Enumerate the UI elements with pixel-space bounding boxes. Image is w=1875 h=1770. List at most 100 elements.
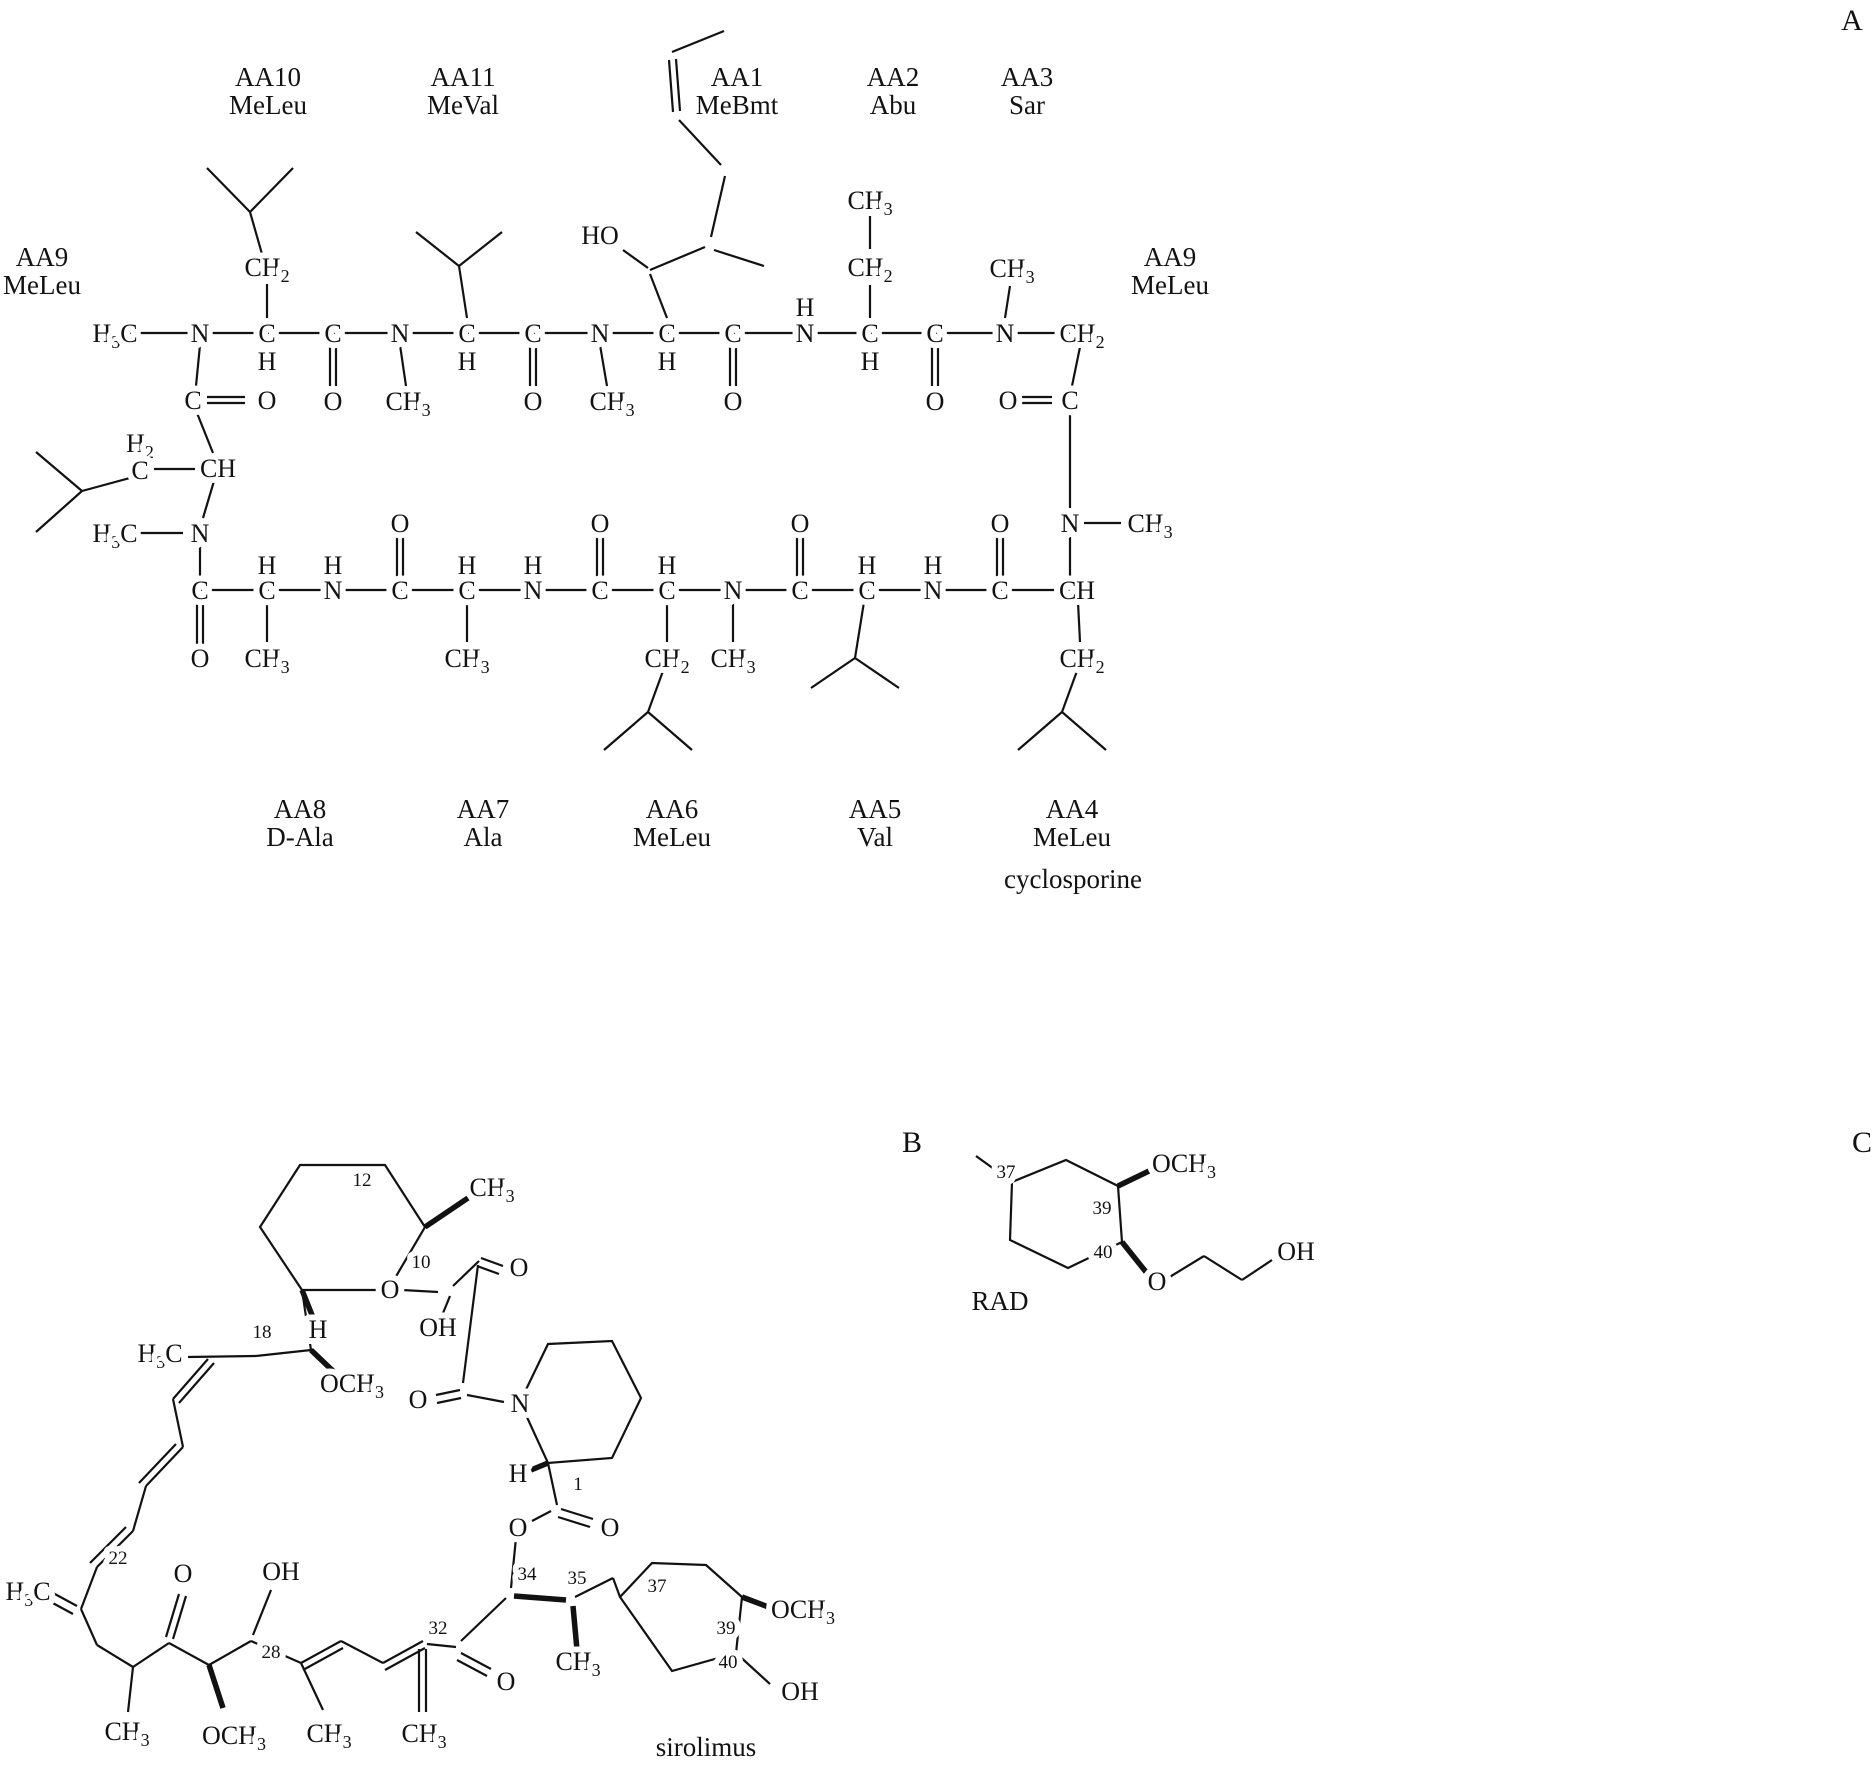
atom-label: N [1061,509,1080,538]
atom-label: CH3 [847,186,892,219]
atom-label: CH3 [469,1173,514,1206]
locant-label: 18 [253,1322,272,1343]
residue-id-label: AA5 [849,794,902,824]
residue-id-label: AA9 [1144,242,1197,272]
atom-label: N [924,576,943,605]
atom-label: C [724,319,741,348]
residue-name-label: MeLeu [1131,270,1209,300]
atom-label: C [258,576,275,605]
locant-label: 10 [412,1252,431,1273]
panel-letter-b: B [902,1126,922,1159]
atom-label: CH2 [244,253,289,286]
locant-label: 35 [568,1568,587,1589]
atom-label: C [458,576,475,605]
locant-label: 37 [997,1162,1016,1183]
atom-label: H [258,551,277,580]
atom-label: CH3 [306,1719,351,1752]
atom-label: H [858,551,877,580]
residue-id-label: AA9 [16,242,69,272]
residue-id-label: AA3 [1001,62,1054,92]
panel-letter-a: A [1841,4,1863,37]
atom-label: O [381,1275,400,1304]
atom-label: OH [262,1557,300,1586]
cyclosporine-bonds [35,29,1121,751]
atom-label: O [591,509,610,538]
atom-label: N [511,1389,530,1418]
residue-name-label: Val [857,822,893,852]
atom-label: O [524,387,543,416]
atom-label: H3C [137,1339,182,1372]
atom-label: N [324,576,343,605]
atom-label: C [191,576,208,605]
atom-label: H3C [5,1577,50,1610]
atom-label: CH3 [710,644,755,677]
atom-label: N [996,319,1015,348]
locant-label: 28 [262,1642,281,1663]
atom-label: OCH3 [202,1721,266,1754]
residue-id-label: AA8 [274,794,327,824]
residue-id-label: AA6 [646,794,699,824]
rad-bonds [975,1155,1273,1281]
atom-label: O [324,387,343,416]
atom-label: H [861,347,880,376]
atom-label: CH3 [401,1719,446,1752]
residue-name-label: D-Ala [266,822,333,852]
residue-name-label: Ala [464,822,503,852]
atom-label: C [658,576,675,605]
atom-label: CH3 [989,254,1034,287]
atom-label: H [509,1459,528,1488]
atom-label: OH [419,1313,457,1342]
atom-label: CH2 [644,644,689,677]
atom-label: O [601,1513,620,1542]
atom-label: H [309,1315,328,1344]
atom-label: C [324,319,341,348]
atom-label: H [324,551,343,580]
atom-label: C [991,576,1008,605]
atom-label: CH3 [444,644,489,677]
atom-label: C [858,576,875,605]
atom-label: CH2 [847,253,892,286]
residue-name-label: MeVal [427,90,499,120]
atom-label: O [391,509,410,538]
atom-label: O [1148,1267,1167,1296]
atom-label: C [184,386,201,415]
atom-label: H [458,551,477,580]
atom-label: CH3 [244,644,289,677]
atom-label: OCH3 [771,1595,835,1628]
atom-label: N [191,519,210,548]
atom-label: N [524,576,543,605]
atom-label: H [524,551,543,580]
atom-label: O [999,386,1018,415]
residue-id-label: AA2 [867,62,920,92]
atom-label: CH3 [1127,509,1172,542]
atom-label: CH [1059,576,1095,605]
cyclosporine-caption: cyclosporine [1004,864,1142,894]
atom-label: H [458,347,477,376]
atom-label: CH [200,454,236,483]
residue-id-label: AA4 [1046,794,1099,824]
residue-id-label: AA11 [431,62,496,92]
atom-label: H [924,551,943,580]
atom-label: H [658,347,677,376]
atom-label: O [497,1667,516,1696]
atom-label: C [791,576,808,605]
sirolimus-bonds [48,1163,771,1713]
atom-label: N [724,576,743,605]
atom-label: OH [781,1677,819,1706]
sirolimus-wedge-bonds [206,1195,772,1709]
atom-label: C [591,576,608,605]
atom-label: CH2 [1059,319,1104,352]
residue-name-label: Abu [870,90,917,120]
atom-label: O [791,509,810,538]
atom-label: C [458,319,475,348]
atom-label: O [510,1253,529,1282]
residue-name-label: MeLeu [633,822,711,852]
atom-label: H [258,347,277,376]
locant-label: 40 [1094,1242,1113,1263]
rad-caption: RAD [971,1286,1028,1316]
atom-label: C [861,319,878,348]
